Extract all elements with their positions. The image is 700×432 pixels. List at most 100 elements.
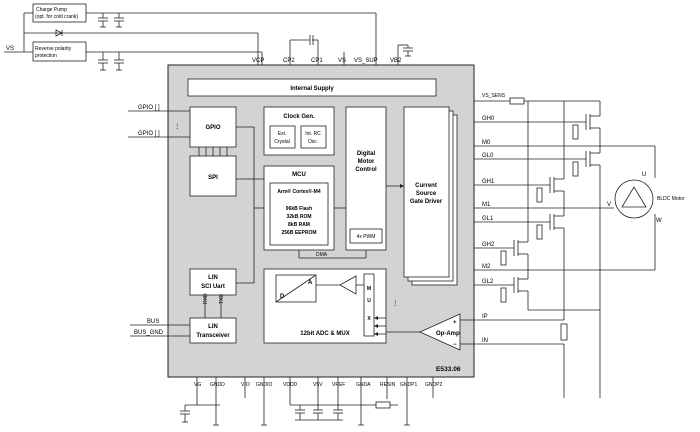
motor-winding-icon — [621, 186, 647, 208]
adc-a-label: A — [308, 280, 313, 286]
rxd-label: RXD — [203, 293, 209, 304]
gate-driver-label-1: Current — [415, 183, 437, 189]
bus-pin-label: BUS — [147, 319, 159, 325]
gate-driver-label-2: Source — [416, 191, 437, 197]
op-amp-label: Op-Amp — [436, 331, 460, 337]
pin-vs: VS — [338, 58, 346, 64]
gate-resistor-gl1 — [536, 224, 543, 240]
pin-gndp1: GNDP1 — [400, 382, 417, 388]
charge-pump-label: Charge Pump — [36, 7, 67, 13]
pin-vg: VG — [194, 382, 201, 388]
lin-sci-label-1: LIN — [208, 275, 218, 281]
txd-label: TXD — [219, 294, 225, 304]
lin-transceiver-label-2: Transceiver — [196, 333, 230, 339]
pin-cp2: CP2 — [283, 58, 295, 64]
digital-motor-control-block — [345, 106, 387, 251]
op-amp-plus: + — [453, 320, 457, 326]
internal-supply-block — [187, 78, 437, 97]
gate-resistor-gh2 — [500, 250, 507, 266]
motor-w-label: W — [656, 218, 662, 224]
adc-d-label: D — [280, 294, 285, 300]
lin-sci-block — [189, 268, 237, 296]
pin-gh1: GH1 — [482, 179, 495, 185]
gate-resistor-gh1 — [536, 187, 543, 203]
motor-u-label: U — [642, 172, 646, 178]
reverse-polarity-label: Reverse polarity — [35, 46, 72, 52]
mux-block — [363, 273, 375, 337]
pin-gl0: GL0 — [482, 153, 494, 159]
resin-resistor — [375, 401, 391, 409]
pin-m0: M0 — [482, 140, 491, 146]
pin-vref: VREF — [332, 382, 345, 388]
ext-crystal-sublabel: Crystal — [274, 139, 290, 145]
pwm-block — [349, 228, 383, 244]
charge-pump-sublabel: (opt. for cold crank) — [35, 14, 78, 20]
gpio-pin-label-1: GPIO [ ] — [138, 105, 160, 111]
mem-rom: 32kB ROM — [286, 214, 311, 220]
pin-gl1: GL1 — [482, 216, 494, 222]
mux-u: U — [367, 298, 371, 304]
int-rc-block — [300, 125, 327, 149]
spi-label: SPI — [208, 175, 218, 181]
op-amp-minus: − — [453, 342, 457, 348]
internal-supply-label: Internal Supply — [290, 86, 334, 92]
bus-gnd-pin-label: BUS_GND — [134, 330, 164, 336]
pin-gh2: GH2 — [482, 242, 495, 248]
mem-ram: 8kB RAM — [288, 222, 310, 228]
gate-resistor-gh0 — [572, 124, 579, 140]
supply-section: Charge Pump (opt. for cold crank) Revers… — [4, 3, 413, 71]
dmc-label-2: Motor — [358, 159, 375, 165]
reverse-polarity-sublabel: protection — [35, 53, 57, 59]
lin-transceiver-label-1: LIN — [208, 324, 218, 330]
mem-eeprom: 256B EEPROM — [281, 230, 316, 236]
gate-resistor-gl2 — [500, 287, 507, 303]
pin-m1: M1 — [482, 202, 491, 208]
pin-gndd: GNDD — [210, 382, 225, 388]
mosfet-low-2 — [513, 270, 600, 311]
pwm-label: 4x PWM — [357, 234, 376, 240]
pin-vcp: VCP — [252, 58, 264, 64]
reverse-polarity-block — [32, 41, 87, 62]
mux-x: X — [367, 316, 371, 322]
bldc-motor-label: BLDC Motor — [657, 196, 685, 202]
pin-vs-sens: VS_SENS — [482, 93, 506, 99]
vs-sens-resistor — [509, 97, 525, 105]
gpio-pin-label-2: GPIO [ ] — [138, 131, 160, 137]
gate-driver-block — [403, 106, 450, 278]
gate-driver-label-3: Gate Driver — [410, 199, 443, 205]
pin-vs-sup: VS_SUP — [354, 58, 378, 64]
pin-gnda: GNDA — [356, 382, 371, 388]
mosfet-high-0 — [585, 101, 601, 146]
motor-v-label: V — [607, 202, 611, 208]
op-amp-icon — [419, 313, 461, 351]
pin-m2: M2 — [482, 264, 491, 270]
mux-m: M — [367, 286, 371, 292]
mosfet-high-1 — [549, 101, 565, 208]
pin-gndp2: GNDP2 — [425, 382, 442, 388]
mcu-core-label: Arm® Cortex®-M4 — [277, 188, 320, 195]
pin-ip: IP — [482, 314, 488, 320]
pin-resin: RESIN — [380, 382, 396, 388]
vs-input-label: VS — [6, 46, 14, 52]
gate-resistor-gl0 — [572, 161, 579, 177]
ext-crystal-block — [269, 125, 296, 149]
shunt-resistor — [560, 323, 568, 341]
mux-dots: ⋮ — [392, 300, 399, 307]
pin-gh0: GH0 — [482, 116, 495, 122]
gpio-label: GPIO — [205, 125, 220, 131]
ext-crystal-label: Ext. — [278, 131, 287, 137]
pin-in: IN — [482, 338, 488, 344]
lin-transceiver-block — [189, 317, 237, 344]
adc-mux-label: 12bit ADC & MUX — [300, 331, 349, 337]
int-rc-sublabel: Osc. — [308, 139, 318, 145]
mcu-core-block — [269, 182, 329, 246]
dmc-label-3: Control — [355, 167, 377, 173]
mcu-label: MCU — [292, 172, 306, 178]
spi-block — [189, 155, 237, 197]
int-rc-label: Int. RC — [305, 131, 321, 137]
clock-gen-label: Clock Gen. — [283, 114, 315, 120]
pin-gl2: GL2 — [482, 279, 494, 285]
chip-name: E533.06 — [436, 366, 461, 373]
bldc-motor-icon — [614, 179, 654, 219]
